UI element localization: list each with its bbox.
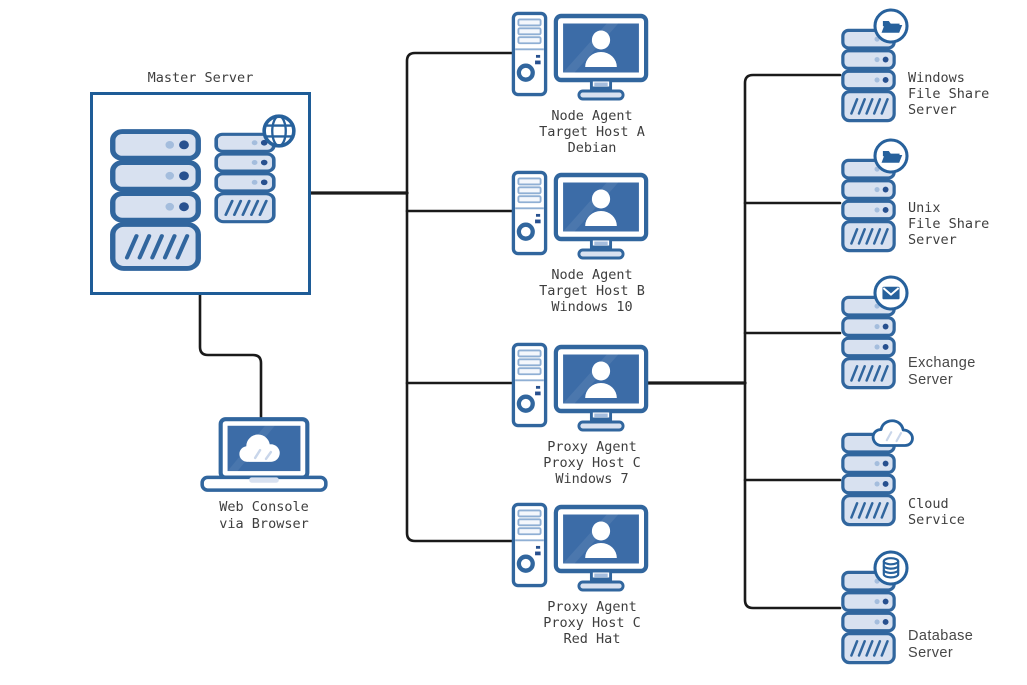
- monitor-user-icon: [553, 504, 649, 594]
- tower-icon: [511, 11, 548, 97]
- server-label-line-2: Server: [908, 371, 954, 388]
- server-label-line-1: Cloud: [908, 496, 949, 512]
- master-server-icon: [108, 128, 203, 272]
- agent-os: Red Hat: [563, 631, 621, 647]
- proxy-node-red-hat: Proxy Agent Proxy Host C Red Hat: [511, 502, 651, 647]
- agent-os: Windows 7: [555, 471, 629, 487]
- folder-icon: [873, 138, 909, 174]
- web-console-line-2: via Browser: [219, 516, 309, 532]
- database-icon: [873, 550, 909, 586]
- monitor-user-icon: [553, 13, 649, 103]
- agent-label: Node Agent Target Host A Debian: [467, 108, 717, 156]
- exchange-server: Exchange Server: [840, 295, 1027, 391]
- cloud-service: Cloud Service: [840, 432, 1027, 528]
- wire-agent-trunk: [405, 51, 514, 543]
- database-server: Database Server: [840, 570, 1027, 666]
- laptop-icon: [200, 417, 328, 493]
- agent-role: Proxy Agent: [547, 439, 637, 455]
- agent-os: Debian: [567, 140, 617, 156]
- proxy-node-windows-7: Proxy Agent Proxy Host C Windows 7: [511, 342, 651, 487]
- server-label: Database Server: [908, 628, 1027, 661]
- tower-icon: [511, 170, 548, 256]
- server-label-line-2: Service: [908, 512, 965, 528]
- tower-icon: [511, 342, 548, 428]
- unix-file-share-server: Unix File Share Server: [840, 158, 1027, 254]
- server-label-line-1: Windows: [908, 70, 965, 86]
- agent-node-target-host-b: Node Agent Target Host B Windows 10: [511, 170, 651, 315]
- cloud-icon: [870, 417, 916, 451]
- server-label-line-2: File Share: [908, 86, 990, 102]
- agent-label: Node Agent Target Host B Windows 10: [467, 267, 717, 315]
- agent-role: Node Agent: [551, 267, 633, 283]
- globe-icon: [261, 113, 297, 149]
- agent-role: Proxy Agent: [547, 599, 637, 615]
- server-label: Windows File Share Server: [908, 70, 1027, 118]
- agent-host: Proxy Host C: [543, 455, 641, 471]
- agent-role: Node Agent: [551, 108, 633, 124]
- agent-node-target-host-a: Node Agent Target Host A Debian: [511, 11, 651, 156]
- server-label: Cloud Service: [908, 496, 1027, 528]
- wire-master-to-console: [198, 293, 263, 420]
- server-label: Exchange Server: [908, 355, 1027, 388]
- windows-file-share-server: Windows File Share Server: [840, 28, 1027, 124]
- monitor-user-icon: [553, 172, 649, 262]
- server-label-line-2: File Share: [908, 216, 990, 232]
- agent-os: Windows 10: [551, 299, 633, 315]
- folder-icon: [873, 8, 909, 44]
- server-label-line-3: Server: [908, 232, 957, 248]
- agent-label: Proxy Agent Proxy Host C Windows 7: [467, 439, 717, 487]
- agent-host: Target Host B: [539, 283, 645, 299]
- tower-icon: [511, 502, 548, 588]
- agent-host: Target Host A: [539, 124, 645, 140]
- web-console-label: Web Console via Browser: [164, 499, 364, 533]
- agent-host: Proxy Host C: [543, 615, 641, 631]
- agent-label: Proxy Agent Proxy Host C Red Hat: [467, 599, 717, 647]
- server-label-line-1: Exchange: [908, 355, 976, 371]
- server-label-line-1: Database: [908, 628, 974, 644]
- server-label-line-1: Unix: [908, 200, 941, 216]
- server-label-line-2: Server: [908, 644, 954, 661]
- monitor-user-icon: [553, 344, 649, 434]
- wire-server-trunk: [743, 73, 842, 610]
- master-server-label: Master Server: [147, 70, 254, 86]
- web-console-line-1: Web Console: [219, 499, 309, 515]
- mail-icon: [873, 275, 909, 311]
- server-label-line-3: Server: [908, 102, 957, 118]
- server-label: Unix File Share Server: [908, 200, 1027, 248]
